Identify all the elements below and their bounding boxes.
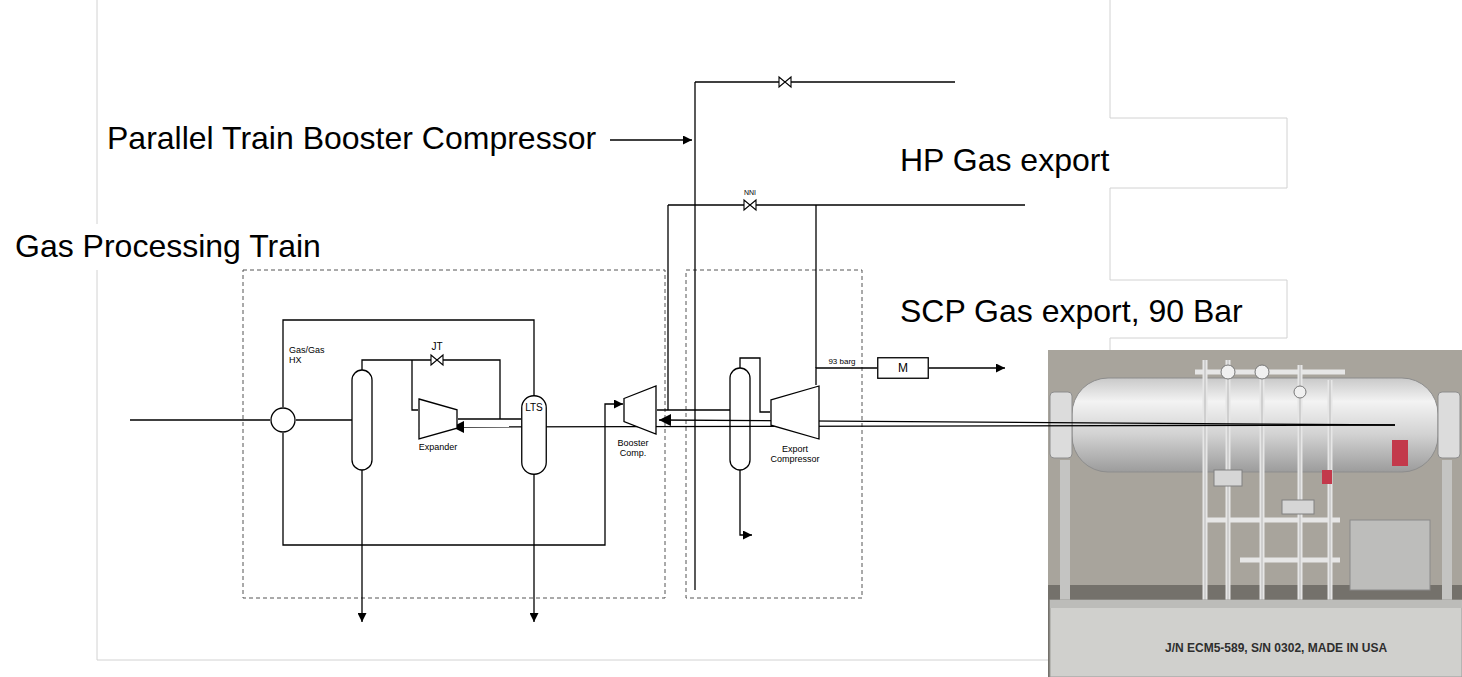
motor-box: M — [877, 357, 929, 379]
inlet-pipe — [130, 419, 270, 420]
gauge — [1221, 365, 1235, 379]
fitting — [1282, 500, 1314, 514]
pipe — [815, 205, 816, 368]
skid-base — [1050, 600, 1462, 677]
fitting — [1214, 470, 1242, 486]
photo-piping — [1205, 360, 1330, 600]
skid-leg — [1060, 460, 1070, 610]
drain-pipe — [740, 470, 752, 535]
shape-outline — [878, 358, 929, 379]
shape-outline — [271, 408, 295, 432]
node-label: Gas/Gas HX — [289, 345, 329, 366]
separator-vessel — [352, 370, 372, 470]
shape-outline — [771, 386, 819, 439]
photo-piping — [1195, 360, 1345, 600]
skid-leg — [1442, 460, 1452, 610]
callout-arrow — [610, 139, 692, 140]
process-line — [283, 320, 534, 407]
frame-line — [97, 0, 1048, 660]
node-label: Export Compressor — [767, 444, 823, 465]
valve — [779, 77, 791, 87]
shape-frame — [623, 385, 657, 435]
heat-exchanger: Gas/Gas HX — [270, 407, 296, 433]
node-label: M — [898, 362, 908, 376]
valve-tag: JT — [431, 341, 442, 353]
package-boundary — [686, 270, 862, 598]
separator-vessel: LTS — [521, 395, 547, 475]
photo-wall — [1048, 350, 1462, 677]
equipment-photo — [1048, 350, 1462, 677]
node-label: LTS — [525, 402, 543, 414]
shape-outline — [522, 396, 547, 475]
valve — [744, 200, 756, 210]
node-label: Booster Comp. — [613, 438, 653, 459]
drain-pipe — [533, 475, 534, 622]
node-caption: Booster Comp. — [613, 438, 653, 459]
scrubber-vessel — [730, 368, 750, 470]
process-line — [816, 368, 877, 385]
parallel-train-pipe — [694, 82, 695, 590]
valve-tag: NNI — [744, 189, 756, 197]
nameplate-text: J/N ECM5-589, S/N 0302, MADE IN USA — [1165, 642, 1387, 656]
node-label: Expander — [410, 442, 466, 452]
flange — [1438, 392, 1460, 458]
jt-valve — [431, 355, 443, 365]
train-label: Gas Processing Train — [15, 228, 321, 265]
shape-frame — [270, 407, 296, 433]
photo-pointer — [452, 425, 1395, 427]
gauge — [1255, 365, 1269, 379]
compressor-symbol: Booster Comp. — [623, 385, 657, 435]
tag-plate — [1392, 440, 1408, 466]
parallel-train-pipe — [695, 81, 955, 82]
compressor-symbol: Export Compressor — [770, 385, 820, 440]
pipe — [667, 205, 668, 410]
expander-symbol: Expander — [418, 398, 458, 440]
photo-floor — [1048, 585, 1462, 677]
process-piping — [130, 82, 1025, 622]
drain-pipe — [361, 470, 362, 622]
shape-outline — [624, 386, 656, 434]
line-label: 93 barg — [827, 357, 856, 366]
pipe — [412, 360, 418, 410]
export-label: HP Gas export — [900, 142, 1109, 179]
hp-export-pipe — [668, 204, 1025, 205]
shape-outline — [419, 399, 457, 439]
skid-rail — [1050, 600, 1462, 608]
process-line — [458, 418, 521, 419]
export-label: SCP Gas export, 90 Bar — [900, 293, 1243, 330]
photo-module — [1350, 520, 1430, 590]
photo-pointer — [659, 420, 1395, 425]
node-caption: Expander — [410, 442, 466, 452]
tag-plate — [1322, 470, 1332, 484]
scp-export-pipe — [929, 367, 1005, 368]
node-caption: Gas/Gas HX — [289, 345, 329, 366]
shape-frame — [418, 398, 458, 440]
flange — [1050, 392, 1072, 458]
package-boundary — [243, 270, 665, 598]
gauge — [1294, 386, 1306, 398]
pipe — [296, 419, 352, 420]
callout-label: Parallel Train Booster Compressor — [107, 120, 596, 157]
node-caption: Export Compressor — [767, 444, 823, 465]
shape-frame — [770, 385, 820, 440]
